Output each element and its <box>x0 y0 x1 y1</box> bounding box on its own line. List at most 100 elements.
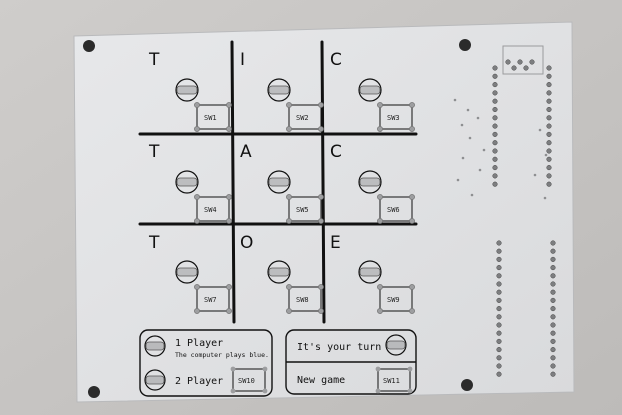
switch-outline <box>196 286 230 312</box>
switch-pad-icon <box>377 194 383 200</box>
cell-footprint[interactable]: SW7 <box>175 260 232 314</box>
led-2player-icon <box>144 369 166 391</box>
led-pads-icon <box>268 267 290 277</box>
led-ring-icon <box>358 78 382 102</box>
switch-pad-icon <box>377 308 383 314</box>
control-panel: 1 Player The computer plays blue. 2 Play… <box>139 329 417 397</box>
cell-footprint[interactable]: SW6 <box>358 170 415 224</box>
cell-footprint[interactable]: SW5 <box>267 170 324 224</box>
switch-label: SW9 <box>387 296 400 304</box>
led-ring-icon <box>267 170 291 194</box>
mounting-hole-icon <box>461 379 473 391</box>
header-pin-icon <box>496 355 502 361</box>
switch-outline <box>288 104 322 130</box>
cell-footprint[interactable]: SW4 <box>175 170 232 224</box>
header-pin-icon <box>496 338 502 344</box>
header-pin-icon <box>550 256 556 262</box>
switch-pad-icon <box>409 218 415 224</box>
header-pin-icon <box>550 355 556 361</box>
switch-pad-icon <box>318 102 324 108</box>
switch-label: SW11 <box>383 377 400 385</box>
led-1player-icon <box>144 335 166 357</box>
switch-pad-icon <box>194 194 200 200</box>
header-pin-icon <box>546 165 552 171</box>
led-ring-icon <box>267 78 291 102</box>
header-pin-icon <box>550 347 556 353</box>
header-pin-icon <box>550 265 556 271</box>
cell-letter: C <box>330 142 342 162</box>
header-pin-icon <box>550 289 556 295</box>
switch-outline <box>288 286 322 312</box>
game-grid <box>138 40 418 324</box>
header-pin-icon <box>550 306 556 312</box>
header-pin-icon <box>492 82 498 88</box>
turn-label: It's your turn <box>297 342 381 353</box>
switch-pad-icon <box>318 284 324 290</box>
cell-letter: A <box>240 142 252 162</box>
via-icon <box>478 168 482 172</box>
switch-pad-icon <box>286 308 292 314</box>
header-pin-icon <box>546 148 552 154</box>
connector-pin-icon <box>517 59 523 65</box>
grid-letters: T I C T A C T O E <box>148 50 342 253</box>
switch-label: SW3 <box>387 114 400 122</box>
switch-label: SW6 <box>387 206 400 214</box>
connector-pin-icon <box>505 59 511 65</box>
switch-pad-icon <box>194 102 200 108</box>
switch-pad-icon <box>409 126 415 132</box>
switch-label: SW5 <box>296 206 309 214</box>
switch-pad-icon <box>226 194 232 200</box>
via-icon <box>456 178 460 182</box>
led-pads-icon <box>359 85 381 95</box>
header-pin-icon <box>546 65 552 71</box>
led-pads-icon <box>176 177 198 187</box>
header-pin-icon <box>546 106 552 113</box>
via-icon <box>476 116 480 120</box>
via-icon <box>453 98 457 102</box>
via-icon <box>470 193 474 197</box>
switch-pad-icon <box>409 284 415 290</box>
sw10-footprint[interactable]: SW10 <box>230 366 268 394</box>
header-pin-icon <box>546 73 552 79</box>
header-pin-icon <box>492 65 498 71</box>
switch-pad-icon <box>409 308 415 314</box>
via-icon <box>544 153 548 157</box>
switch-label: SW10 <box>238 377 255 385</box>
header-pin-icon <box>496 297 502 303</box>
header-pin-icon <box>546 156 552 162</box>
usb-connector-outline <box>502 45 544 75</box>
cell-letter: I <box>240 50 245 70</box>
cell-footprint[interactable]: SW9 <box>358 260 415 314</box>
player2-title: 2 Player <box>175 376 223 387</box>
led-pads-icon <box>359 177 381 187</box>
switch-outline <box>288 196 322 222</box>
header-pin-icon <box>496 322 502 328</box>
cell-footprint[interactable]: SW1 <box>175 78 232 132</box>
sw11-footprint[interactable]: SW11 <box>375 366 413 394</box>
header-pin-icon <box>550 363 556 369</box>
header-pin-icon <box>492 181 498 187</box>
led-pads-icon <box>268 85 290 95</box>
via-icon <box>460 123 464 127</box>
led-pads-icon <box>176 85 198 95</box>
via-icon <box>466 108 470 112</box>
switch-pad-icon <box>286 284 292 290</box>
header-pin-icon <box>492 98 498 104</box>
header-pin-icon <box>550 314 556 320</box>
switch-outline <box>196 196 230 222</box>
cell-footprint[interactable]: SW8 <box>267 260 324 314</box>
header-pin-icon <box>546 123 552 129</box>
switch-label: SW1 <box>204 114 217 122</box>
header-pin-icon <box>496 281 502 287</box>
cell-footprint[interactable]: SW3 <box>358 78 415 132</box>
header-pin-icon <box>492 148 498 154</box>
header-pin-icon <box>550 240 556 246</box>
switch-outline <box>196 104 230 130</box>
switch-pad-icon <box>409 194 415 200</box>
switch-pad-icon <box>318 218 324 224</box>
header-pin-icon <box>546 82 552 88</box>
header-pin-icon <box>492 140 498 146</box>
player-mode-box <box>139 329 273 397</box>
cell-footprint[interactable]: SW2 <box>267 78 324 132</box>
